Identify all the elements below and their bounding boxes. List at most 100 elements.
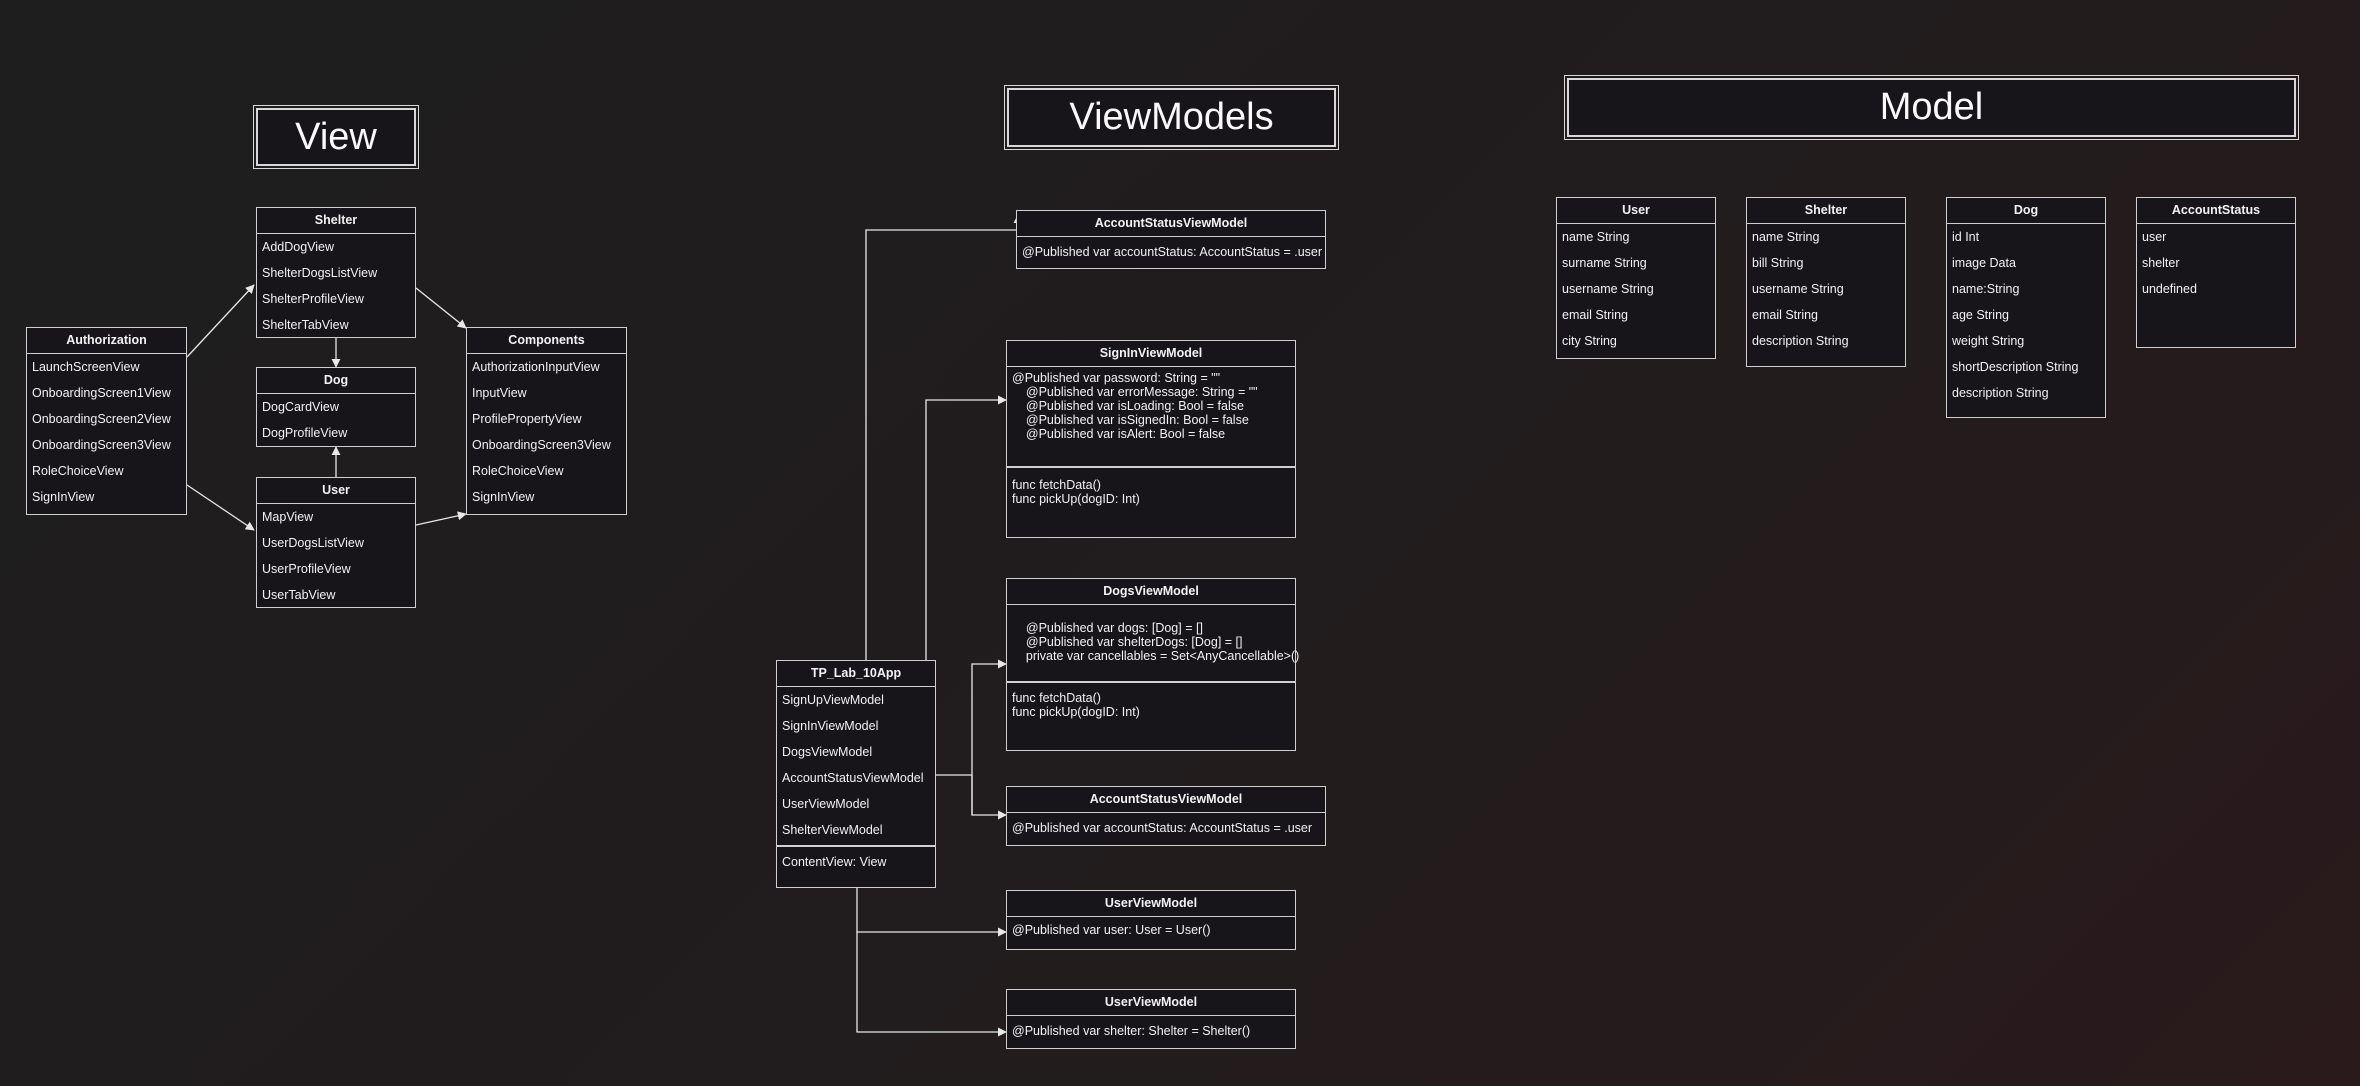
- list-item: UserTabView: [262, 588, 336, 602]
- list-item: ShelterViewModel: [782, 823, 883, 837]
- list-item: email String: [1562, 308, 1628, 322]
- dogs-viewmodel-methods: func fetchData() func pickUp(dogID: Int): [1007, 681, 1295, 725]
- shelter-views-title: Shelter: [257, 208, 415, 234]
- list-item: ShelterDogsListView: [262, 266, 378, 280]
- list-item: MapView: [262, 510, 314, 524]
- user-views-title: User: [257, 478, 415, 504]
- dog-views-title: Dog: [257, 368, 415, 394]
- list-item: name String: [1562, 230, 1630, 244]
- list-item: SignInView: [32, 490, 95, 504]
- list-item: ShelterProfileView: [262, 292, 364, 306]
- app-content-view: ContentView: View: [777, 845, 935, 879]
- list-item: bill String: [1752, 256, 1804, 270]
- dog-model-box: Dog id Int image Data name:String age St…: [1946, 197, 2106, 418]
- list-item: image Data: [1952, 256, 2016, 270]
- shelter-viewmodel-title: UserViewModel: [1007, 990, 1295, 1016]
- account-status-viewmodel-bottom-title: AccountStatusViewModel: [1007, 787, 1325, 813]
- list-item: DogProfileView: [262, 426, 348, 440]
- account-status-viewmodel-top-body: @Published var accountStatus: AccountSta…: [1022, 245, 1323, 259]
- arrow-app-to-account-status-top: [865, 214, 1023, 660]
- list-item: OnboardingScreen3View: [32, 438, 171, 452]
- list-item: UserProfileView: [262, 562, 351, 576]
- arrow-app-to-user-vm: [856, 887, 1007, 937]
- user-views-box: User MapView UserDogsListView UserProfil…: [256, 477, 416, 608]
- list-item: description String: [1752, 334, 1849, 348]
- list-item: InputView: [472, 386, 527, 400]
- user-viewmodel-body: @Published var user: User = User(): [1012, 923, 1211, 937]
- view-section-title: View: [253, 105, 419, 169]
- list-item: username String: [1562, 282, 1654, 296]
- list-item: description String: [1952, 386, 2049, 400]
- viewmodels-section-title: ViewModels: [1004, 85, 1339, 150]
- list-item: LaunchScreenView: [32, 360, 140, 374]
- signin-viewmodel-methods: func fetchData() func pickUp(dogID: Int): [1007, 466, 1295, 512]
- account-status-viewmodel-bottom: AccountStatusViewModel @Published var ac…: [1006, 786, 1326, 846]
- model-section-title: Model: [1564, 75, 2299, 140]
- account-status-viewmodel-top-title: AccountStatusViewModel: [1017, 211, 1325, 237]
- list-item: age String: [1952, 308, 2009, 322]
- shelter-viewmodel-body: @Published var shelter: Shelter = Shelte…: [1012, 1024, 1251, 1038]
- signin-viewmodel-title: SignInViewModel: [1007, 341, 1295, 367]
- arrow-authorization-to-user: [186, 484, 255, 531]
- list-item: name:String: [1952, 282, 2020, 296]
- dog-model-title: Dog: [1947, 198, 2105, 224]
- list-item: username String: [1752, 282, 1844, 296]
- list-item: ProfilePropertyView: [472, 412, 582, 426]
- arrow-authorization-to-shelter: [186, 284, 255, 358]
- shelter-views-box: Shelter AddDogView ShelterDogsListView S…: [256, 207, 416, 338]
- list-item: DogCardView: [262, 400, 339, 414]
- list-item: UserDogsListView: [262, 536, 364, 550]
- dogs-viewmodel-properties: @Published var dogs: [Dog] = [] @Publish…: [1025, 621, 1300, 663]
- list-item: email String: [1752, 308, 1818, 322]
- account-status-viewmodel-bottom-body: @Published var accountStatus: AccountSta…: [1012, 821, 1313, 835]
- shelter-model-box: Shelter name String bill String username…: [1746, 197, 1906, 367]
- list-item: id Int: [1952, 230, 1980, 244]
- list-item: AccountStatusViewModel: [782, 771, 924, 785]
- list-item: user: [2142, 230, 2167, 244]
- list-item: SignInView: [472, 490, 535, 504]
- authorization-views-title: Authorization: [27, 328, 186, 354]
- user-viewmodel-title: UserViewModel: [1007, 891, 1295, 917]
- dog-views-box: Dog DogCardView DogProfileView: [256, 367, 416, 447]
- shelter-model-title: Shelter: [1747, 198, 1905, 224]
- arrow-app-to-signin: [925, 395, 1007, 660]
- list-item: ShelterTabView: [262, 318, 349, 332]
- list-item: OnboardingScreen2View: [32, 412, 171, 426]
- list-item: OnboardingScreen1View: [32, 386, 171, 400]
- list-item: SignUpViewModel: [782, 693, 884, 707]
- list-item: surname String: [1562, 256, 1647, 270]
- list-item: AuthorizationInputView: [472, 360, 600, 374]
- signin-viewmodel-box: SignInViewModel @Published var password:…: [1006, 340, 1296, 538]
- shelter-viewmodel-box: UserViewModel @Published var shelter: Sh…: [1006, 989, 1296, 1049]
- list-item: OnboardingScreen3View: [472, 438, 611, 452]
- list-item: SignInViewModel: [782, 719, 879, 733]
- list-item: UserViewModel: [782, 797, 870, 811]
- arrow-user-to-components: [415, 511, 467, 526]
- app-class-title: TP_Lab_10App: [777, 661, 935, 687]
- list-item: city String: [1562, 334, 1617, 348]
- account-status-viewmodel-top: AccountStatusViewModel @Published var ac…: [1016, 210, 1326, 269]
- list-item: undefined: [2142, 282, 2197, 296]
- user-model-title: User: [1557, 198, 1715, 224]
- list-item: RoleChoiceView: [472, 464, 564, 478]
- arrow-app-to-shelter-vm: [856, 932, 1007, 1037]
- components-views-box: Components AuthorizationInputView InputV…: [466, 327, 627, 515]
- list-item: name String: [1752, 230, 1820, 244]
- signin-viewmodel-properties: @Published var password: String = "" @Pu…: [1012, 371, 1258, 441]
- arrow-app-to-dogs: [971, 659, 1007, 815]
- list-item: DogsViewModel: [782, 745, 873, 759]
- arrow-app-to-account-status-bottom: [971, 775, 1007, 820]
- components-views-title: Components: [467, 328, 626, 354]
- list-item: AddDogView: [262, 240, 335, 254]
- list-item: shortDescription String: [1952, 360, 2079, 374]
- dogs-viewmodel-title: DogsViewModel: [1007, 579, 1295, 605]
- arrow-shelter-to-components: [415, 287, 467, 329]
- app-class-box: TP_Lab_10App SignUpViewModel SignInViewM…: [776, 660, 936, 888]
- list-item: weight String: [1952, 334, 2025, 348]
- list-item: RoleChoiceView: [32, 464, 124, 478]
- account-status-model-box: AccountStatus user shelter undefined: [2136, 197, 2296, 348]
- authorization-views-box: Authorization LaunchScreenView Onboardin…: [26, 327, 187, 515]
- user-model-box: User name String surname String username…: [1556, 197, 1716, 359]
- user-viewmodel-box: UserViewModel @Published var user: User …: [1006, 890, 1296, 950]
- account-status-model-title: AccountStatus: [2137, 198, 2295, 224]
